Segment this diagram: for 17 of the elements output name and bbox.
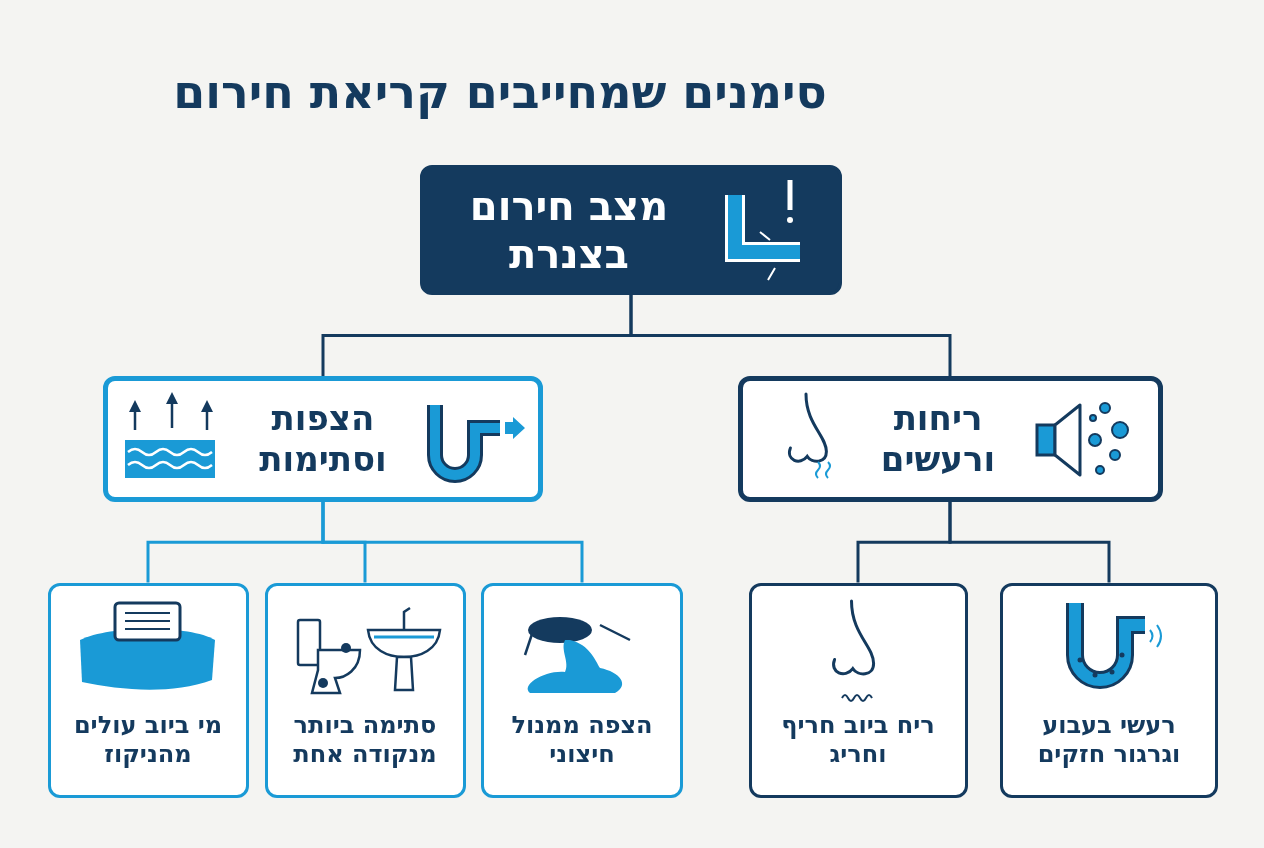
box-label: מי ביוב עולים מהניקוז bbox=[72, 711, 224, 769]
box-label: ריח ביוב חריף וחריג bbox=[780, 711, 936, 769]
connector-line bbox=[321, 502, 584, 583]
box-label: הצפות וסתימות bbox=[258, 398, 388, 480]
connector-line bbox=[948, 502, 1111, 583]
connector-line bbox=[629, 295, 952, 376]
box-label: הצפה ממנול חיצוני bbox=[510, 711, 654, 769]
box-label: ריחות ורעשים bbox=[879, 398, 997, 480]
heading-box bbox=[420, 165, 842, 295]
box-label: רעשי בעבוע וגרגור חזקים bbox=[1036, 711, 1182, 769]
box-label: סתימה ביותר מנקודה אחת bbox=[292, 711, 438, 769]
sign-box bbox=[481, 582, 683, 798]
box-label: מצב חירום בצנרת bbox=[468, 182, 670, 278]
category-box bbox=[737, 376, 1163, 502]
sign-box bbox=[1000, 582, 1218, 798]
sign-box bbox=[748, 582, 968, 798]
title: סימנים שמחייבים קריאת חירום bbox=[172, 65, 828, 119]
